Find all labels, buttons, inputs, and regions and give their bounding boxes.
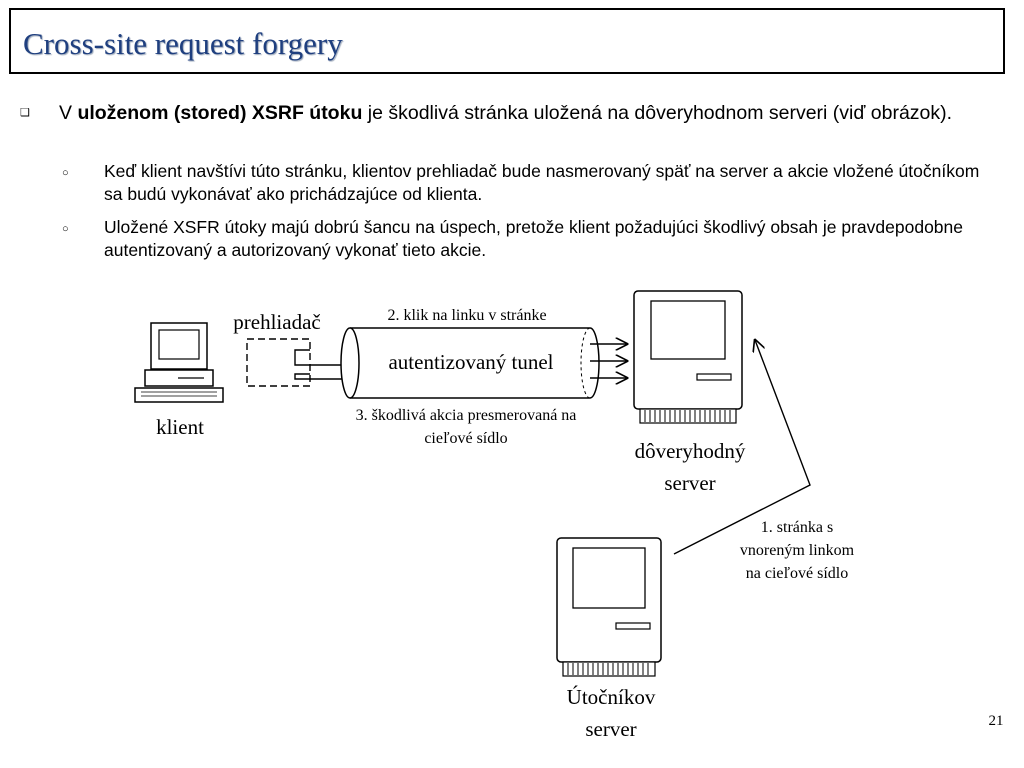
browser-connector-bottom <box>294 373 343 380</box>
title-box: Cross-site request forgery <box>9 8 1005 74</box>
page-number: 21 <box>989 713 1004 729</box>
sub-bullet-1: ○ Keď klient navštívi túto stránku, klie… <box>62 160 998 206</box>
main-bullet-text: V uloženom (stored) XSRF útoku je škodli… <box>28 100 998 126</box>
step3-label-line1: 3. škodlivá akcia presmerovaná na <box>356 407 577 424</box>
step1-label-line3: na cieľové sídlo <box>746 565 848 582</box>
tunnel-label: autentizovaný tunel <box>388 350 553 374</box>
circle-bullet-icon: ○ <box>62 223 69 235</box>
step1-arrow <box>673 340 811 555</box>
step1-label-line1: 1. stránka s <box>761 519 833 536</box>
attacker-server-icon <box>556 537 662 677</box>
main-bullet: ❑ V uloženom (stored) XSRF útoku je škod… <box>20 100 998 126</box>
sub-bullet-text: Keď klient navštívi túto stránku, klient… <box>104 161 980 204</box>
main-bullet-bold: uloženom (stored) XSRF útoku <box>77 102 363 124</box>
browser-connector-top <box>294 349 343 366</box>
client-computer-icon <box>134 322 224 403</box>
main-bullet-prefix: V <box>59 102 78 124</box>
browser-label: prehliadač <box>233 310 320 334</box>
trusted-server-label-line1: dôveryhodný <box>635 439 746 463</box>
client-label: klient <box>156 415 204 439</box>
slide-title: Cross-site request forgery <box>23 26 343 61</box>
authenticated-tunnel <box>340 327 600 399</box>
trusted-server-label-line2: server <box>664 471 715 495</box>
step1-label-line2: vnoreným linkom <box>740 542 855 559</box>
main-bullet-suffix: je škodlivá stránka uložená na dôveryhod… <box>362 102 953 124</box>
trusted-server-icon <box>633 290 743 424</box>
sub-bullet-2: ○ Uložené XSFR útoky majú dobrú šancu na… <box>62 216 998 262</box>
circle-bullet-icon: ○ <box>62 167 69 179</box>
step3-label-line2: cieľové sídlo <box>424 430 507 447</box>
step2-label: 2. klik na linku v stránke <box>387 307 546 324</box>
attacker-server-label-line2: server <box>585 717 636 741</box>
sub-bullet-text: Uložené XSFR útoky majú dobrú šancu na ú… <box>104 217 963 260</box>
square-bullet-icon: ❑ <box>20 107 30 119</box>
attacker-server-label-line1: Útočníkov <box>567 685 656 709</box>
